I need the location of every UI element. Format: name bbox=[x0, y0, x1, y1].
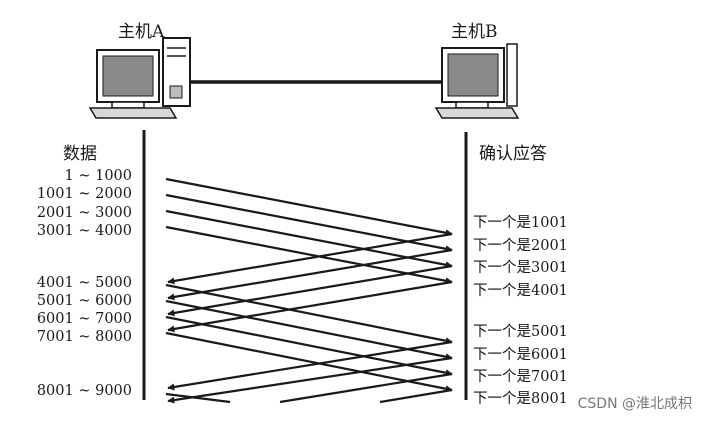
data-range-label: 7001 ~ 8000 bbox=[37, 329, 132, 345]
ack-arrow bbox=[279, 372, 453, 404]
ack-arrow bbox=[379, 388, 453, 404]
data-arrow bbox=[165, 283, 453, 345]
data-range-label: 1001 ~ 2000 bbox=[37, 186, 132, 202]
data-arrow bbox=[165, 193, 453, 253]
ack-arrow bbox=[167, 264, 453, 317]
data-range-label: 2001 ~ 3000 bbox=[37, 205, 132, 221]
ack-arrow bbox=[167, 248, 453, 301]
ack-label: 下一个是8001 bbox=[473, 390, 568, 407]
data-arrow bbox=[165, 209, 453, 269]
data-range-label: 6001 ~ 7000 bbox=[37, 311, 132, 327]
ack-arrow bbox=[167, 232, 453, 285]
host-a-label: 主机A bbox=[118, 22, 165, 42]
ack-arrows bbox=[167, 232, 453, 404]
data-range-label: 8001 ~ 9000 bbox=[37, 383, 132, 399]
ack-label: 下一个是5001 bbox=[473, 323, 568, 340]
ack-arrow bbox=[167, 356, 453, 404]
data-arrow bbox=[165, 177, 453, 237]
data-arrow bbox=[165, 299, 453, 361]
ack-label: 下一个是4001 bbox=[473, 282, 568, 299]
data-header: 数据 bbox=[63, 144, 97, 164]
ack-arrow bbox=[167, 340, 453, 391]
ack-label: 下一个是3001 bbox=[473, 259, 568, 276]
computer-b-icon bbox=[434, 43, 520, 119]
data-range-label: 5001 ~ 6000 bbox=[37, 293, 132, 309]
ack-label: 下一个是7001 bbox=[473, 368, 568, 385]
ack-header: 确认应答 bbox=[479, 144, 547, 164]
data-arrow bbox=[165, 392, 231, 404]
computer-a-icon bbox=[88, 37, 191, 119]
ack-labels: 下一个是1001 下一个是2001 下一个是3001 下一个是4001 下一个是… bbox=[473, 214, 568, 407]
ack-arrow bbox=[167, 280, 453, 333]
ack-label: 下一个是1001 bbox=[473, 214, 568, 231]
host-b-label: 主机B bbox=[451, 22, 498, 42]
data-arrow bbox=[165, 331, 453, 393]
data-range-label: 1 ~ 1000 bbox=[65, 168, 133, 184]
data-range-label: 3001 ~ 4000 bbox=[37, 223, 132, 239]
data-range-labels: 1 ~ 1000 1001 ~ 2000 2001 ~ 3000 3001 ~ … bbox=[37, 168, 132, 399]
ack-label: 下一个是6001 bbox=[473, 346, 568, 363]
data-arrow bbox=[165, 225, 453, 285]
ack-label: 下一个是2001 bbox=[473, 237, 568, 254]
watermark: CSDN @淮北成枳 bbox=[577, 396, 692, 412]
data-range-label: 4001 ~ 5000 bbox=[37, 275, 132, 291]
